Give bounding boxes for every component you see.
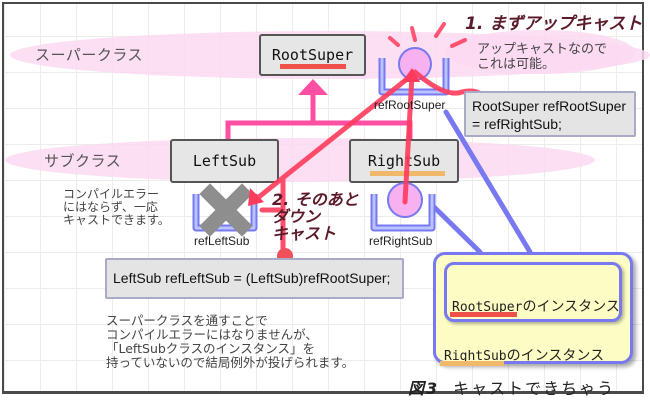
step1-note: アップキャストなので これは可能。 — [477, 42, 607, 72]
rootsuper-instance-label: RootSuperのインスタンス — [452, 296, 620, 316]
step2-callout: 2. そのあと ダウン キャスト — [272, 191, 359, 242]
note-band — [445, 30, 635, 74]
step2-line2: ダウン — [272, 207, 321, 226]
class-name-rootsuper: RootSuper — [271, 46, 354, 64]
ref-label-root: refRootSuper — [374, 98, 446, 112]
explain-note: スーパークラスを通すことで コンパイルエラーにはなりませんが、 「LeftSub… — [106, 314, 354, 370]
class-box-rootsuper: RootSuper — [259, 34, 366, 76]
explain-note-line1: スーパークラスを通すことで — [106, 313, 268, 328]
ref-label-right: refRightSub — [369, 234, 433, 248]
compile-note-line1: コンパイルエラー — [63, 187, 160, 201]
rightsub-instance-label: RightSubのインスタンス — [444, 345, 604, 365]
ref-label-left: refLeftSub — [194, 234, 250, 248]
step1-note-line1: アップキャストなので — [477, 42, 608, 57]
rootsuper-instance-suffix: のインスタンス — [522, 299, 620, 315]
downcast-arrowhead — [248, 188, 264, 206]
rootsuper-instance-underline — [450, 312, 517, 317]
compile-note-line3: キャストできます。 — [63, 213, 170, 227]
figure-number: 図3 — [408, 379, 440, 398]
upcast-code-box: RootSuper refRootSuper = refRightSub; — [464, 91, 636, 137]
right-ref-link — [429, 202, 483, 255]
sparkle-icon — [388, 22, 467, 48]
downcast-code: LeftSub refLeftSub = (LeftSub)refRootSup… — [113, 270, 391, 286]
root-ref-link — [443, 109, 533, 255]
step1-callout: 1. まずアップキャスト — [465, 14, 643, 34]
rightsub-instance-suffix: のインスタンス — [506, 348, 605, 364]
step1-note-line2: これは可能。 — [477, 57, 556, 72]
ref-holder-right — [370, 182, 436, 232]
upcast-arrow — [402, 72, 415, 205]
class-box-leftsub: LeftSub — [170, 139, 279, 183]
class-name-leftsub: LeftSub — [192, 152, 257, 170]
ref-holder-left — [192, 194, 258, 232]
class-name-rightsub: RightSub — [367, 152, 441, 170]
compile-note-line2: にはならず、一応 — [63, 200, 158, 214]
figure-caption: 図3 キャストできちゃう — [408, 375, 615, 399]
ref-holder-root — [378, 47, 450, 96]
figure-title: キャストできちゃう — [453, 379, 616, 398]
upcast-code-line1: RootSuper refRootSuper — [472, 98, 627, 114]
explain-note-line3: 「LeftSubクラスのインスタンス」を — [106, 341, 316, 356]
rootsuper-instance-class: RootSuper — [452, 300, 523, 315]
explain-note-line2: コンパイルエラーにはなりませんが、 — [106, 327, 318, 342]
superclass-band-label: スーパークラス — [35, 46, 144, 64]
step2-line3: キャスト — [272, 224, 337, 243]
rightsub-instance-underline — [440, 361, 504, 366]
downcast-code-box: LeftSub refLeftSub = (LeftSub)refRootSup… — [105, 258, 404, 299]
upcast-arrowhead — [402, 68, 420, 82]
downcast-arrow — [252, 72, 415, 203]
upcast-code-line2: = refRightSub; — [472, 116, 562, 132]
fail-x-icon — [199, 183, 253, 237]
inheritance-arrowhead — [298, 79, 328, 95]
subclass-band-label: サブクラス — [44, 152, 122, 170]
compile-note: コンパイルエラー にはならず、一応 キャストできます。 — [63, 188, 170, 227]
explain-note-line4: 持っていないので結局例外が投げられます。 — [106, 355, 355, 370]
rightsub-instance-class: RightSub — [444, 349, 507, 364]
rootsuper-underline — [280, 64, 346, 69]
step2-line1: 2. そのあと — [272, 190, 359, 209]
